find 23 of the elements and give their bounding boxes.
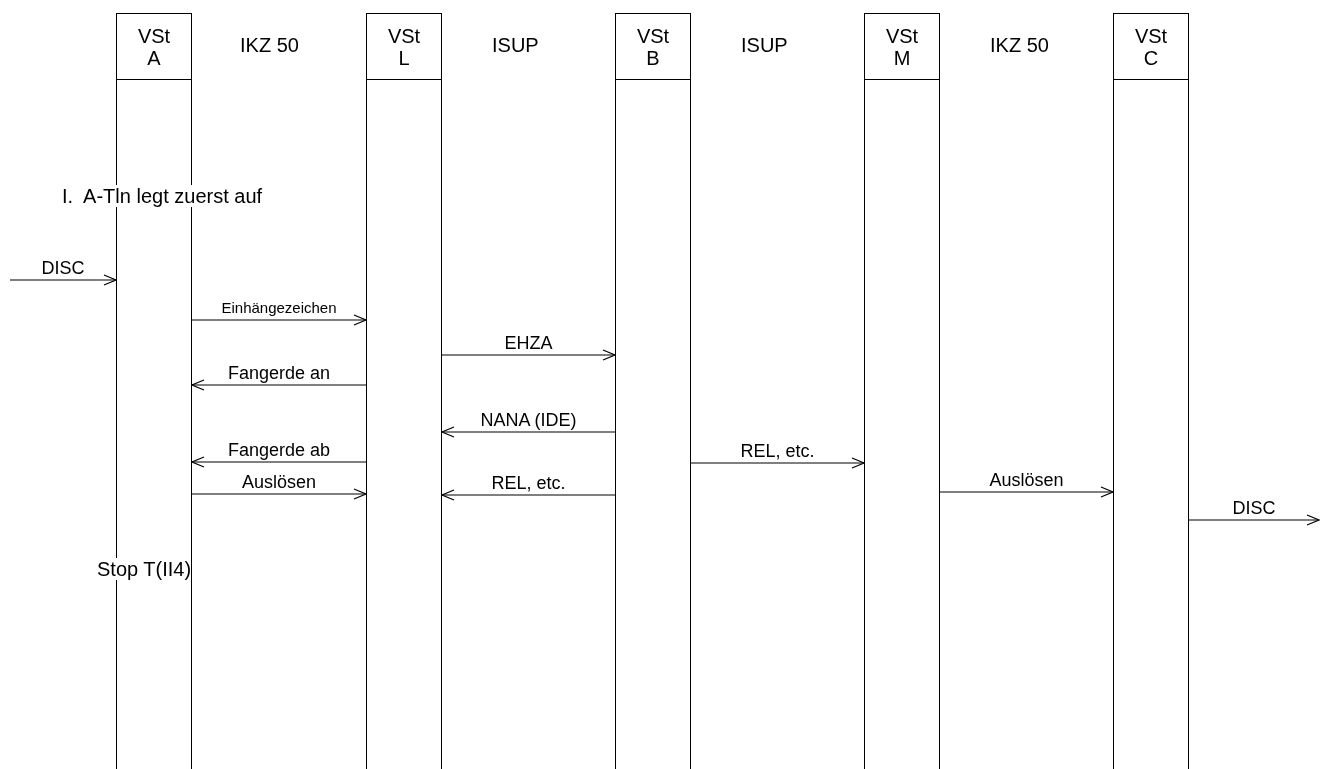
exchange-lifeline (1113, 13, 1189, 769)
message-arrow (441, 426, 616, 438)
message-arrow (441, 489, 616, 501)
message-arrow (690, 457, 865, 469)
exchange-name: VSt B (635, 24, 671, 69)
note-text: Stop T(II4) (97, 558, 192, 580)
exchange-lifeline (864, 13, 940, 769)
message-arrow (191, 488, 367, 500)
exchange-name: VSt L (386, 24, 422, 69)
exchange-name: VSt A (136, 24, 172, 69)
message-arrow (939, 486, 1114, 498)
message-arrow (9, 274, 117, 286)
exchange-name: VSt M (884, 24, 920, 69)
message-arrow (1188, 514, 1320, 526)
exchange-lifeline (366, 13, 442, 769)
message-arrow (191, 314, 367, 326)
exchange-lifeline (615, 13, 691, 769)
message-arrow (191, 379, 367, 391)
message-label: NANA (IDE) (478, 410, 579, 430)
message-arrow (191, 456, 367, 468)
message-arrow (441, 349, 616, 361)
exchange-name: VSt C (1133, 24, 1169, 69)
note-text: I. A-Tln legt zuerst auf (62, 185, 263, 207)
